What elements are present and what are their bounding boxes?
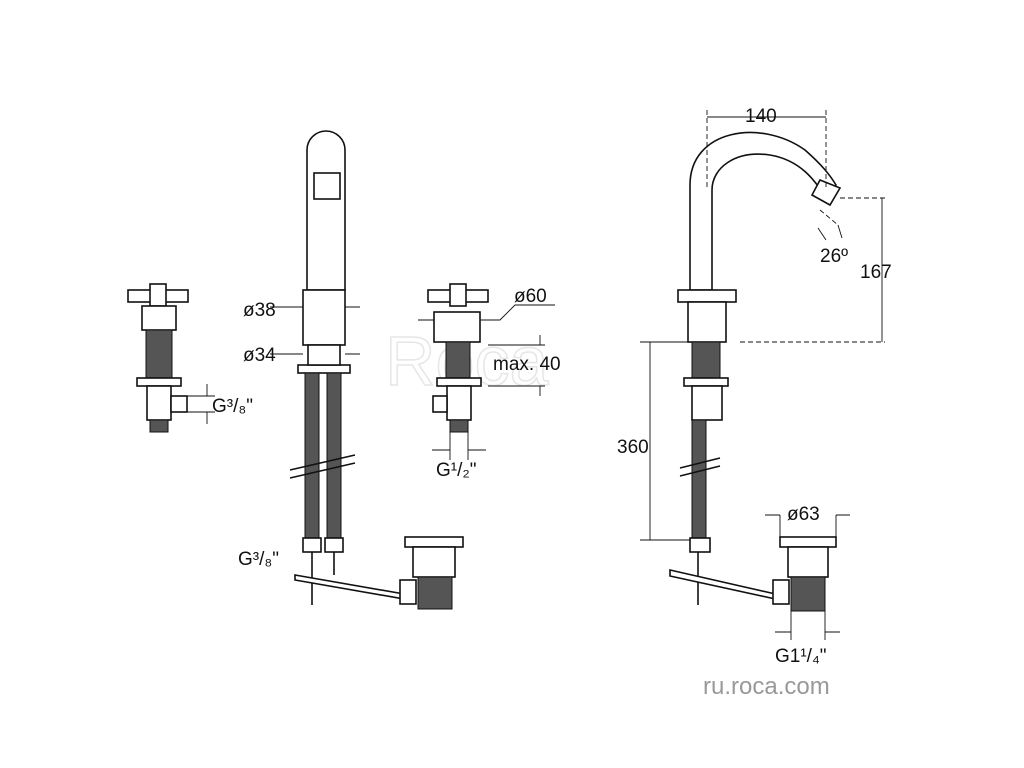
center-popup-drain [399, 536, 464, 610]
label-d38: ø38 [243, 300, 276, 321]
right-spout [669, 131, 842, 605]
label-d34: ø34 [243, 345, 276, 366]
left-valve [127, 283, 189, 433]
label-g38-center: G³/₈" [238, 549, 279, 570]
label-g38-left: G³/₈" [212, 396, 253, 417]
label-d63: ø63 [787, 504, 820, 525]
center-spout [289, 130, 411, 605]
label-h360: 360 [617, 437, 649, 458]
label-h167: 167 [860, 262, 892, 283]
label-d60: ø60 [514, 286, 547, 307]
label-angle26: 26º [820, 246, 848, 267]
right-popup-drain [772, 536, 837, 612]
center-valve [427, 283, 489, 433]
label-max40: max. 40 [493, 354, 561, 375]
label-g114: G1¹/₄" [775, 646, 826, 667]
footer-url: ru.roca.com [703, 673, 830, 700]
label-w140: 140 [745, 106, 777, 127]
label-g12: G¹/₂" [436, 460, 477, 481]
